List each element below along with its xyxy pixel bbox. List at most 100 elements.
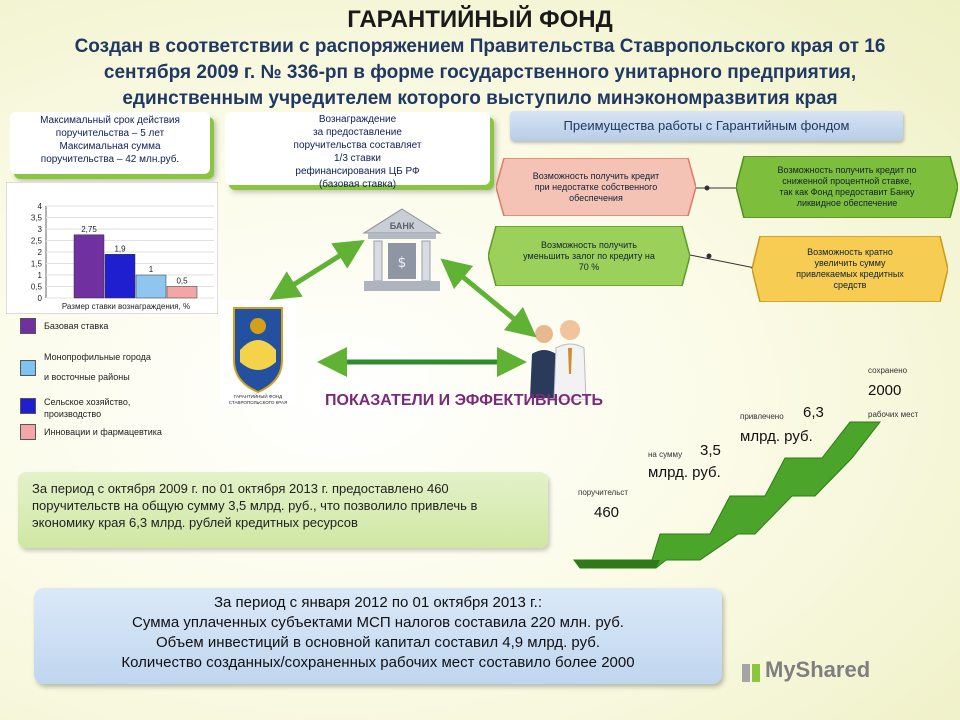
advantage-text: Возможность получить кредит по сниженной… xyxy=(778,165,917,209)
growth-staircase xyxy=(573,421,882,569)
subtitle-line: Создан в соответствии с распоряжением Пр… xyxy=(74,36,886,57)
person-body-icon xyxy=(530,350,558,398)
advantage-lower-rate: Возможность получить кредит по сниженной… xyxy=(736,156,958,218)
chart-bar xyxy=(166,286,198,299)
advantage-line: Возможность получить кредит xyxy=(532,170,660,181)
step-2-value: 3,5 xyxy=(700,442,721,459)
advantage-diamond xyxy=(752,236,948,302)
chart-y-tick: 3 xyxy=(38,225,43,234)
advantage-reduce-collateral: Возможность получить уменьшить залог по … xyxy=(488,226,690,286)
chart-y-tick: 4 xyxy=(38,202,43,211)
card-line: Максимальный срок действия xyxy=(40,115,180,126)
bank-frieze xyxy=(368,233,436,239)
chart-y-tick: 3,5 xyxy=(31,214,43,223)
card-line: поручительства составляет xyxy=(293,140,422,151)
chart-y-tick: 0 xyxy=(38,294,43,303)
connector-dot xyxy=(706,253,712,259)
diamond-shape xyxy=(488,226,690,286)
diamond-shape xyxy=(752,236,948,302)
advantage-text: Возможность получить кредит при недостат… xyxy=(533,171,660,204)
staircase-shape xyxy=(573,421,882,569)
advantage-line: сниженной процентной ставке, xyxy=(782,176,912,186)
bank-door xyxy=(388,243,416,279)
advantages-title: Преимущества работы с Гарантийным фондом xyxy=(510,111,903,141)
dollar-icon: $ xyxy=(398,255,407,271)
bank-icon: БАНК $ xyxy=(362,208,442,291)
logo-bar xyxy=(742,664,750,682)
subtitle-line: единственным учредителем которого выступ… xyxy=(122,88,838,109)
emblem-caption: СТАВРОПОЛЬСКОГО КРАЯ xyxy=(229,400,287,405)
crown-icon xyxy=(250,318,266,334)
summary-results: За период с января 2012 по 01 октября 20… xyxy=(34,588,722,684)
legend-label: Инновации и фармацевтика xyxy=(44,427,162,437)
diamond-shape xyxy=(496,158,696,216)
legend-label: Монопрофильные города xyxy=(44,352,151,362)
subtitle-line: сентября 2009 г. № 336-рп в форме госуда… xyxy=(103,62,857,83)
chart-bar xyxy=(135,274,167,299)
advantage-line: увеличить сумму xyxy=(814,258,886,268)
advantage-line: Возможность получить xyxy=(541,239,637,250)
advantage-text: Возможность кратно увеличить сумму привл… xyxy=(796,247,904,291)
card-line: за предоставление xyxy=(313,127,402,138)
advantage-line: так как Фонд предоставит Банку xyxy=(779,187,915,197)
term-limit-card: Максимальный срок действия поручительств… xyxy=(10,112,210,174)
chart-xlabel: Размер ставки вознаграждения, % xyxy=(62,302,190,311)
advantage-line: Возможность получить кредит по xyxy=(777,165,917,175)
person-head-icon xyxy=(560,320,580,340)
bank-column xyxy=(421,240,431,282)
step-4-unit: рабочих мест xyxy=(868,410,919,419)
summary-line: Объем инвестиций в основной капитал сост… xyxy=(155,634,601,651)
card-line: Максимальная сумма xyxy=(59,141,161,152)
advantage-text: Возможность получить уменьшить залог по … xyxy=(523,240,655,273)
summary-line: Количество созданных/сохраненных рабочих… xyxy=(121,654,635,671)
rate-chart: 00,511,522,533,54 2,751,910,5 Размер ста… xyxy=(6,182,218,314)
summary-line: Сумма уплаченных субъектами МСП налогов … xyxy=(132,614,624,631)
legend-swatch xyxy=(20,424,36,440)
step-4-value: 2000 xyxy=(868,382,902,399)
chart-y-tick: 2 xyxy=(38,248,43,257)
bank-label: БАНК xyxy=(390,221,415,231)
summary-text: За период с октября 2009 г. по 01 октябр… xyxy=(32,481,478,530)
people-icon xyxy=(530,320,587,400)
fee-card: Вознаграждение за предоставление поручит… xyxy=(225,112,490,190)
card-line: поручительства – 42 млн.руб. xyxy=(40,154,180,165)
chart-y-tick: 2,5 xyxy=(31,237,43,246)
page-title: ГАРАНТИЙНЫЙ ФОНД xyxy=(347,6,613,33)
legend-swatch xyxy=(20,318,36,334)
legend-label: производство xyxy=(44,409,102,419)
advantage-line: обеспечения xyxy=(569,192,623,203)
advantage-diamond xyxy=(736,156,958,218)
advantage-line: ликвидное обеспечение xyxy=(796,198,898,208)
bank-column xyxy=(373,240,383,282)
advantage-diamond xyxy=(488,226,690,286)
emblem-caption: ГАРАНТИЙНЫЙ ФОНД xyxy=(234,392,282,399)
chart-y-tick: 1,5 xyxy=(31,260,43,269)
chart-y-tick: 1 xyxy=(38,271,43,280)
watermark-logo-icon xyxy=(742,664,760,682)
bank-base xyxy=(364,281,440,291)
legend-swatch xyxy=(20,398,36,414)
staircase-shadow xyxy=(574,560,660,568)
advantage-line: уменьшить залог по кредиту на xyxy=(523,250,655,261)
double-arrow-icon xyxy=(269,240,365,300)
card-line: рефинансирования ЦБ РФ xyxy=(295,166,420,177)
fund-emblem: ГАРАНТИЙНЫЙ ФОНД СТАВРОПОЛЬСКОГО КРАЯ xyxy=(220,300,296,406)
connector-dot xyxy=(704,185,710,191)
step-2-label: на сумму xyxy=(648,450,683,459)
page-subtitle: Создан в соответствии с распоряжением Пр… xyxy=(10,34,950,112)
chart-data-label: 0,5 xyxy=(176,277,188,286)
chart-y-tick: 0,5 xyxy=(31,283,43,292)
legend-swatch xyxy=(20,360,36,376)
person-head-icon xyxy=(535,325,553,343)
watermark-text: MyShared xyxy=(765,657,871,682)
chart-bar xyxy=(104,254,136,299)
card-line: поручительства – 5 лет xyxy=(55,128,165,139)
step-3-unit: млрд. руб. xyxy=(740,428,813,445)
map-icon xyxy=(240,340,276,370)
advantage-line: 70 % xyxy=(578,261,600,272)
advantage-line: при недостатке собственного xyxy=(534,181,658,192)
card-line: Вознаграждение xyxy=(318,114,397,125)
step-1-label: поручительст xyxy=(578,488,629,497)
diamond-shape xyxy=(736,156,958,218)
logo-bar xyxy=(752,664,760,682)
